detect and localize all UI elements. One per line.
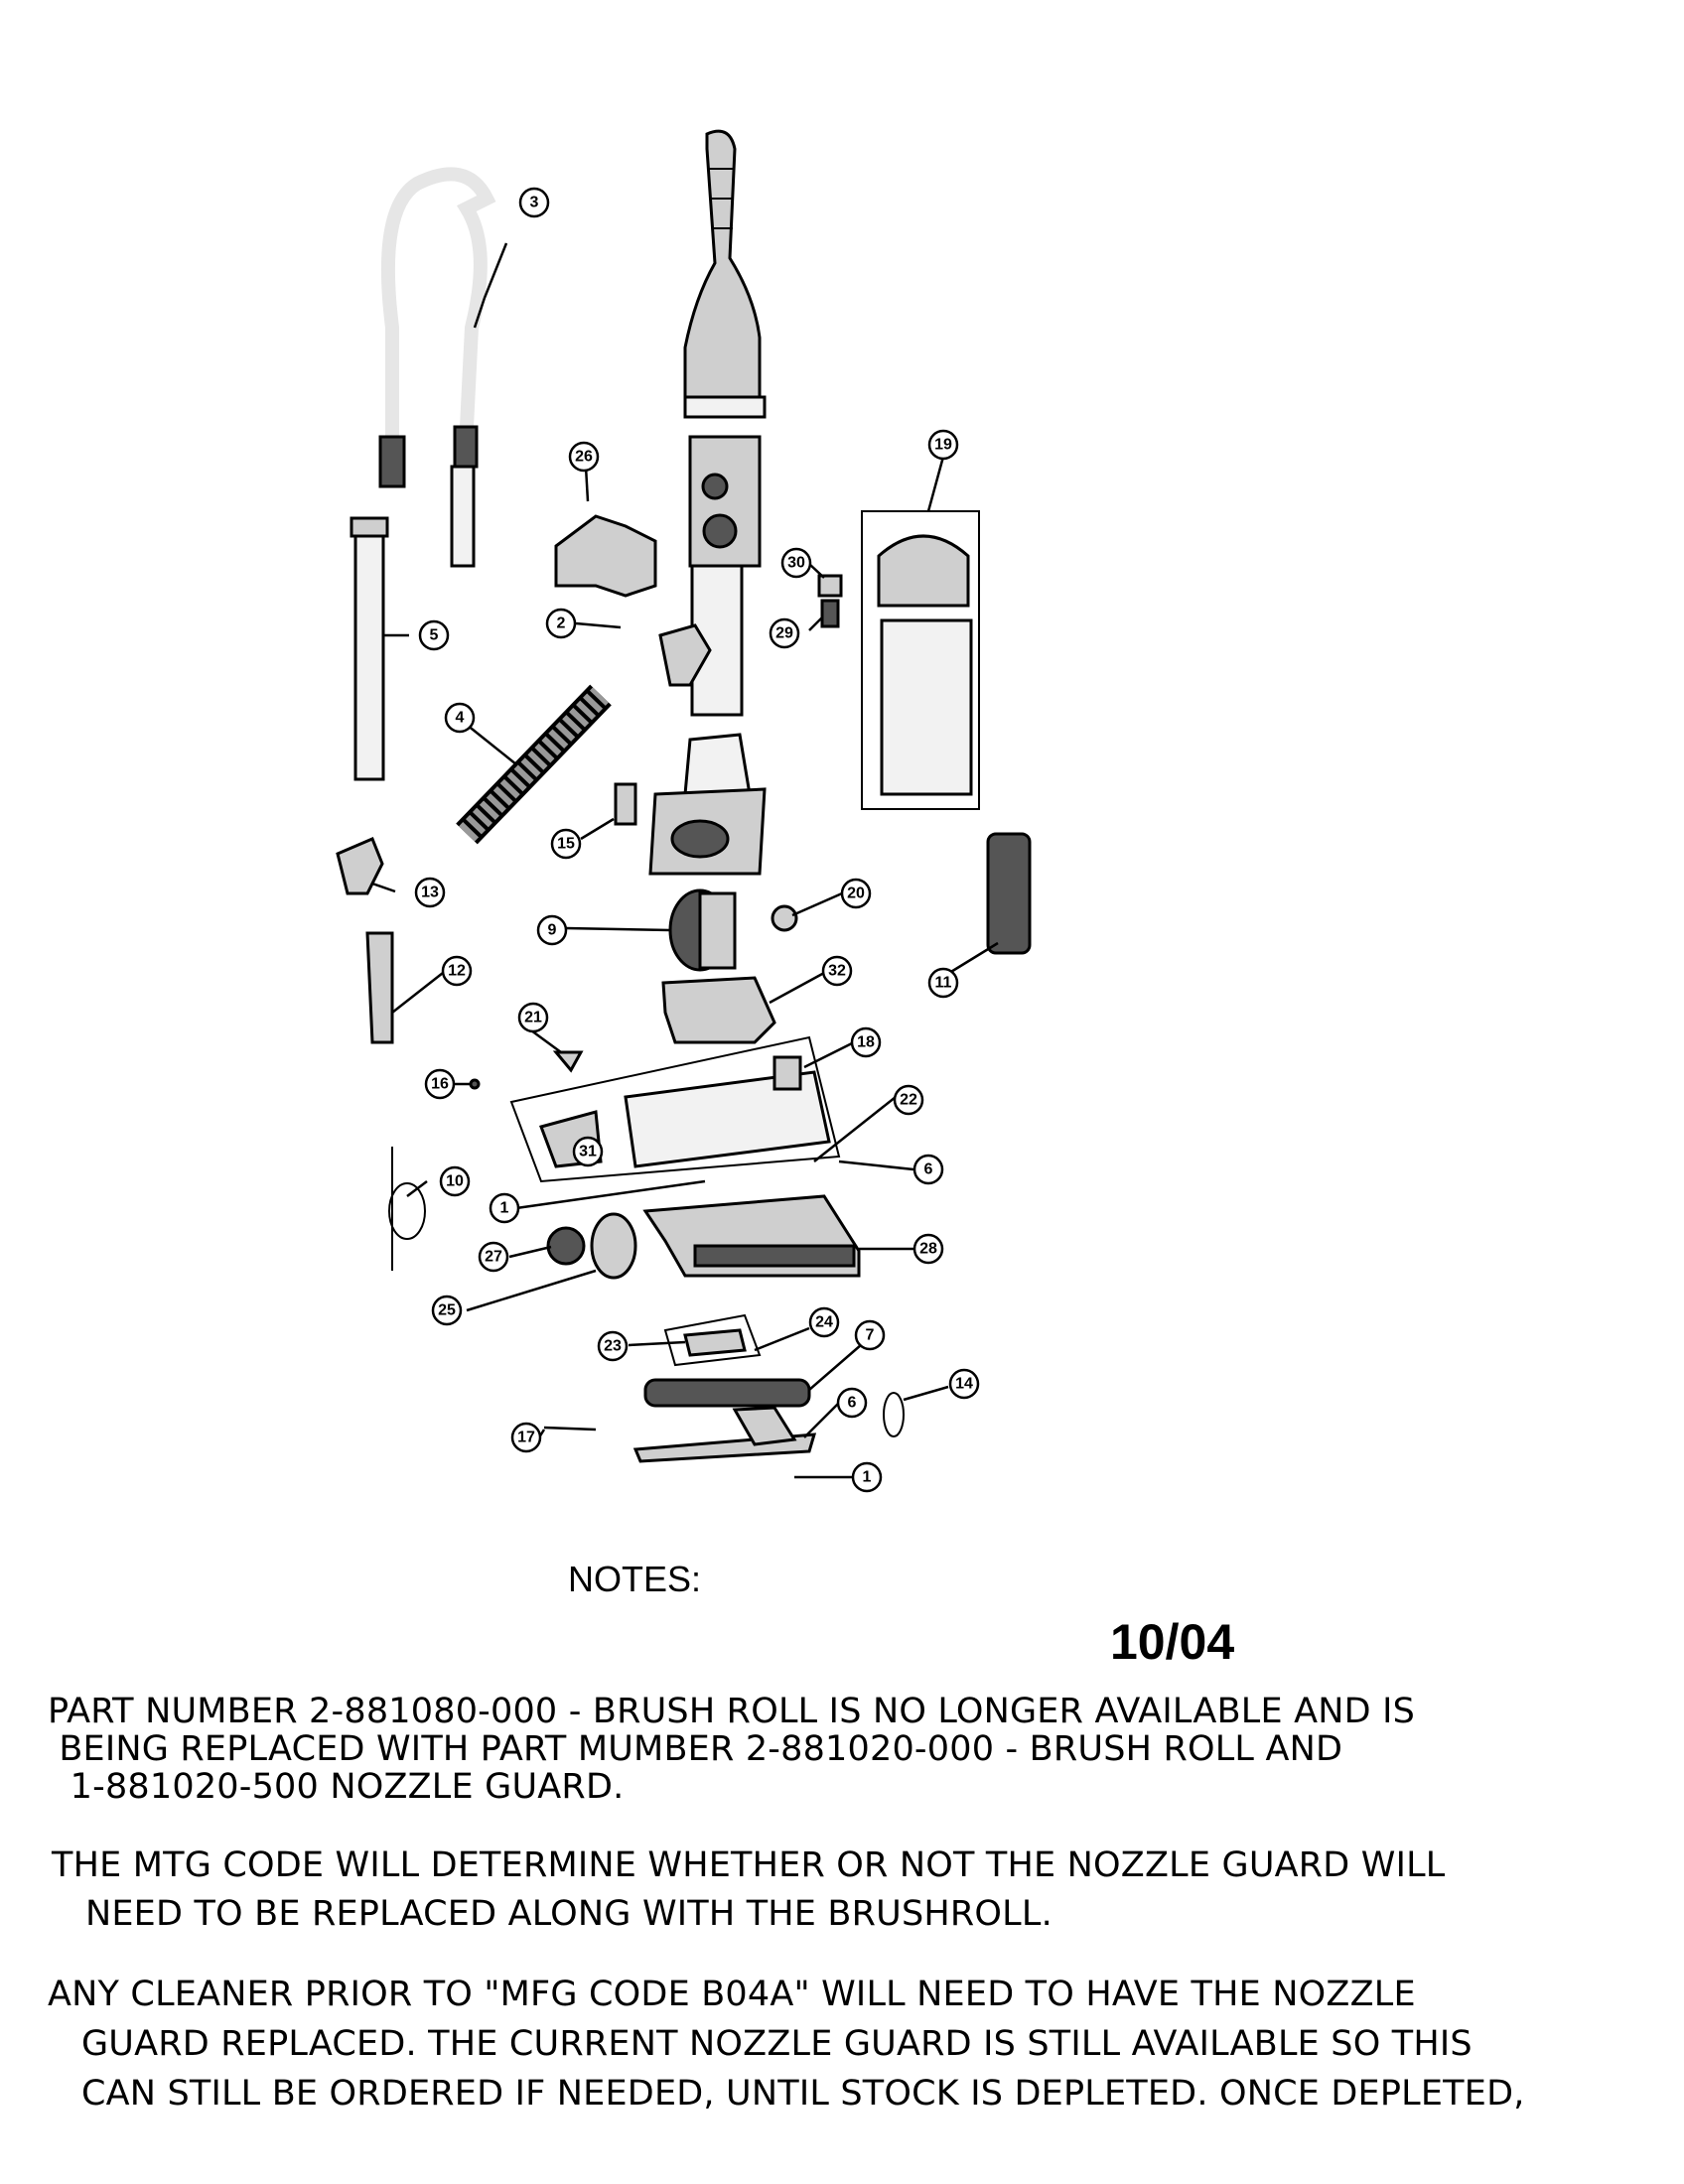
handle-part <box>683 129 767 717</box>
motor-cover-part <box>661 976 776 1044</box>
note-line: THE MTG CODE WILL DETERMINE WHETHER OR N… <box>52 1845 1446 1885</box>
callout-31: 31 <box>572 1136 604 1167</box>
nozzle-base-part <box>642 1194 861 1278</box>
svg-text:17: 17 <box>517 1430 535 1446</box>
flex-hose-part <box>456 684 612 845</box>
callout-23: 23 <box>597 1330 629 1362</box>
callout-1-lower: 1 <box>851 1461 883 1493</box>
svg-text:1: 1 <box>500 1200 509 1217</box>
svg-text:12: 12 <box>448 963 466 980</box>
callout-1-upper: 1 <box>489 1192 520 1224</box>
callout-25: 25 <box>431 1295 463 1326</box>
svg-text:26: 26 <box>575 449 593 466</box>
crevice-tool-part <box>336 837 384 895</box>
svg-text:11: 11 <box>935 975 952 992</box>
svg-text:22: 22 <box>900 1092 917 1109</box>
callout-13: 13 <box>414 877 446 908</box>
callout-12: 12 <box>441 955 473 987</box>
hood-part <box>624 1070 831 1168</box>
clip-part <box>614 782 637 826</box>
note-line: 1-881020-500 NOZZLE GUARD. <box>48 1767 625 1807</box>
svg-text:6: 6 <box>924 1161 933 1178</box>
callout-20: 20 <box>840 878 872 909</box>
svg-text:4: 4 <box>456 710 465 727</box>
callout-2: 2 <box>545 608 577 639</box>
callout-18: 18 <box>850 1026 882 1058</box>
svg-text:1: 1 <box>863 1469 872 1486</box>
svg-text:29: 29 <box>775 625 793 642</box>
callout-21: 21 <box>517 1002 549 1033</box>
svg-text:13: 13 <box>421 885 439 901</box>
svg-text:23: 23 <box>604 1338 622 1355</box>
callout-10: 10 <box>439 1165 471 1197</box>
svg-text:7: 7 <box>866 1327 875 1344</box>
svg-text:14: 14 <box>955 1376 973 1393</box>
note-line: NEED TO BE REPLACED ALONG WITH THE BRUSH… <box>52 1894 1052 1934</box>
svg-text:19: 19 <box>934 437 952 454</box>
exploded-parts-diagram: 3 26 19 30 29 2 5 4 15 13 9 20 11 12 32 … <box>336 129 1032 1493</box>
connector-part <box>658 623 712 687</box>
hose-part <box>378 167 496 568</box>
dirt-cup-part <box>861 510 980 810</box>
callout-24: 24 <box>808 1306 840 1338</box>
svg-text:25: 25 <box>438 1302 456 1319</box>
callout-14: 14 <box>948 1368 980 1400</box>
svg-text:18: 18 <box>857 1034 875 1051</box>
svg-text:9: 9 <box>548 922 557 939</box>
callout-15: 15 <box>550 828 582 860</box>
wand-part <box>350 516 389 781</box>
revision-date: 10/04 <box>1110 1614 1235 1670</box>
svg-text:28: 28 <box>919 1241 937 1258</box>
callout-22: 22 <box>893 1084 924 1116</box>
bracket-part <box>554 514 657 598</box>
callout-7: 7 <box>854 1319 886 1351</box>
svg-text:27: 27 <box>485 1249 502 1266</box>
callout-5: 5 <box>418 619 450 651</box>
svg-text:16: 16 <box>431 1076 449 1093</box>
svg-text:5: 5 <box>430 627 439 644</box>
filter-part <box>986 832 1032 955</box>
motor-part <box>668 888 737 972</box>
callout-32: 32 <box>821 955 853 987</box>
callout-3: 3 <box>518 187 550 218</box>
svg-text:31: 31 <box>579 1144 597 1160</box>
note-line: PART NUMBER 2-881080-000 - BRUSH ROLL IS… <box>48 1692 1416 1731</box>
brushroll-part <box>643 1378 811 1408</box>
motor-housing-part <box>648 733 767 876</box>
svg-text:20: 20 <box>847 886 865 902</box>
callout-29: 29 <box>769 617 800 649</box>
svg-text:3: 3 <box>530 195 539 211</box>
note-line: GUARD REPLACED. THE CURRENT NOZZLE GUARD… <box>48 2024 1473 2064</box>
dusting-brush-part <box>365 931 394 1044</box>
svg-text:32: 32 <box>828 963 846 980</box>
svg-text:30: 30 <box>787 555 805 572</box>
svg-text:6: 6 <box>848 1395 857 1412</box>
callout-19: 19 <box>927 429 959 461</box>
callout-26: 26 <box>568 441 600 473</box>
svg-text:24: 24 <box>815 1314 833 1331</box>
svg-text:10: 10 <box>446 1173 464 1190</box>
callout-28: 28 <box>912 1233 944 1265</box>
callout-6-lower: 6 <box>836 1387 868 1419</box>
callout-30: 30 <box>780 547 812 579</box>
callout-9: 9 <box>536 914 568 946</box>
svg-text:2: 2 <box>557 615 566 632</box>
note-line: ANY CLEANER PRIOR TO "MFG CODE B04A" WIL… <box>48 1975 1416 2014</box>
callout-4: 4 <box>444 702 476 734</box>
note-line: BEING REPLACED WITH PART MUMBER 2-881020… <box>48 1729 1343 1769</box>
callout-6-upper: 6 <box>912 1154 944 1185</box>
callout-11: 11 <box>927 967 959 999</box>
callout-16: 16 <box>424 1068 456 1100</box>
note-line: CAN STILL BE ORDERED IF NEEDED, UNTIL ST… <box>48 2074 1525 2114</box>
callout-27: 27 <box>478 1241 509 1273</box>
notes-heading: NOTES: <box>568 1559 702 1599</box>
callout-17: 17 <box>510 1422 542 1453</box>
svg-text:15: 15 <box>557 836 575 853</box>
svg-text:21: 21 <box>524 1010 542 1026</box>
